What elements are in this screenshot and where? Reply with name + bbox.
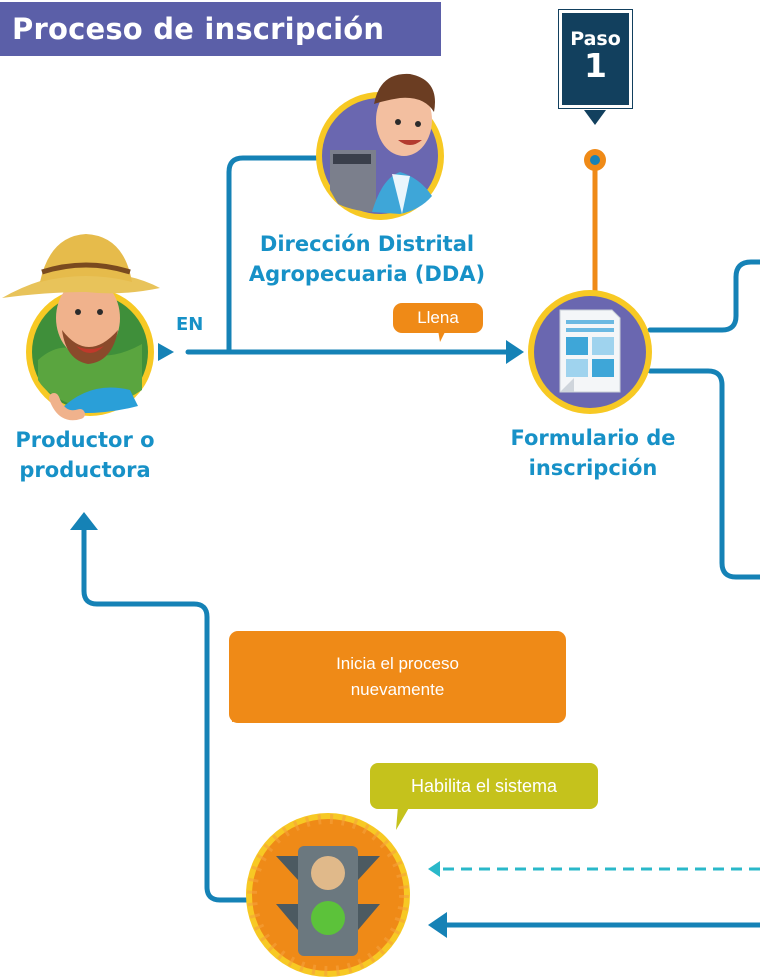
arrowhead-up-producer xyxy=(70,512,98,530)
step-pin xyxy=(584,110,606,296)
arrowhead-dashed xyxy=(428,861,440,877)
arrowhead-to-form xyxy=(506,340,524,364)
dda-avatar xyxy=(316,73,444,220)
step-badge-label: Paso xyxy=(570,28,621,50)
flow-line-to-dda xyxy=(226,155,321,355)
bubble-tail-habilita xyxy=(396,806,410,830)
flow-line-form-lower-right xyxy=(647,368,760,580)
arrowhead-into-semaphore xyxy=(428,912,447,938)
bubble-tail-llena xyxy=(438,330,446,342)
form-node xyxy=(528,290,652,414)
llena-bubble: Llena xyxy=(393,303,483,333)
step-badge-number: 1 xyxy=(584,46,607,85)
step-badge-pointer xyxy=(584,110,606,125)
habilita-sistema-bubble: Habilita el sistema xyxy=(370,763,598,809)
page-title: Proceso de inscripción xyxy=(0,2,441,56)
producer-label-line1: Productor o xyxy=(15,428,155,452)
producer-avatar xyxy=(2,234,160,421)
form-label-line2: inscripción xyxy=(528,456,658,480)
dda-label: Dirección Distrital Agropecuaria (DDA) xyxy=(232,229,502,289)
producer-label-line2: productora xyxy=(19,458,151,482)
flow-line-form-upper-right xyxy=(647,259,760,333)
inicia-proceso-bubble: Inicia el proceso nuevamente xyxy=(229,631,566,723)
inicia-proceso-line1: Inicia el proceso xyxy=(336,654,459,673)
dda-label-line1: Dirección Distrital xyxy=(259,232,475,256)
producer-label: Productor o productora xyxy=(0,425,170,485)
step-badge: Paso 1 xyxy=(558,9,633,109)
flow-lines xyxy=(81,155,760,928)
dda-label-line2: Agropecuaria (DDA) xyxy=(248,262,486,286)
flow-line-return-loop xyxy=(81,527,251,903)
form-label-line1: Formulario de xyxy=(510,426,676,450)
form-label: Formulario de inscripción xyxy=(493,423,693,483)
arrowhead-to-producer xyxy=(158,343,174,361)
en-connector-label: EN xyxy=(176,314,204,335)
semaphore-node xyxy=(246,813,410,977)
inicia-proceso-line2: nuevamente xyxy=(350,680,445,699)
